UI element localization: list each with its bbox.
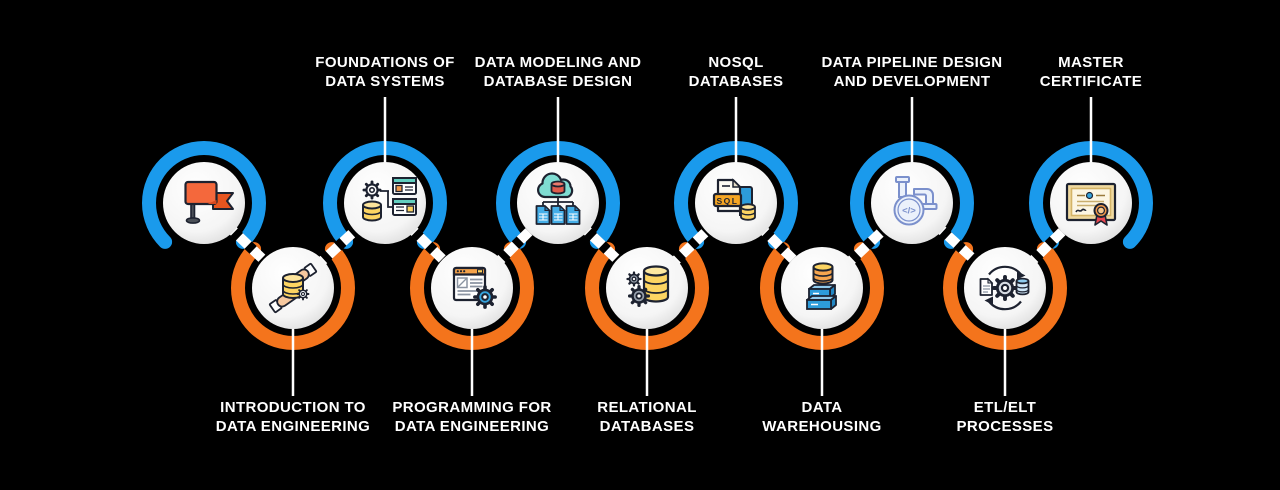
node-discs xyxy=(163,162,1132,329)
hands-database-icon xyxy=(268,262,318,314)
flag-icon xyxy=(184,180,234,224)
label-line-1: DATA MODELING AND xyxy=(474,54,642,71)
label-introduction-to-data-engineering: INTRODUCTION TO DATA ENGINEERING xyxy=(158,399,428,436)
label-line-1: PROGRAMMING FOR xyxy=(392,399,552,416)
label-line-2: DATA SYSTEMS xyxy=(325,72,445,90)
label-line-2: PROCESSES xyxy=(956,417,1054,435)
label-line-1: RELATIONAL xyxy=(597,399,697,416)
code-window-gear-icon xyxy=(452,266,497,309)
label-line-1: FOUNDATIONS OF xyxy=(315,54,455,71)
gear-servers-database-icon xyxy=(362,177,417,222)
label-foundations-of-data-systems: FOUNDATIONS OF DATA SYSTEMS xyxy=(250,54,520,91)
code-symbol-text: </> xyxy=(902,206,916,217)
sql-file-icon: SQL xyxy=(712,178,756,221)
certificate-icon xyxy=(1065,182,1117,226)
label-line-1: MASTER xyxy=(1058,54,1124,71)
label-line-2: DATA ENGINEERING xyxy=(394,417,550,435)
label-line-2: WAREHOUSING xyxy=(762,417,882,435)
label-data-pipeline-design-and-development: DATA PIPELINE DESIGN AND DEVELOPMENT xyxy=(777,54,1047,91)
database-crates-icon xyxy=(806,262,837,310)
label-etl-elt-processes: ETL/ELT PROCESSES xyxy=(870,399,1140,436)
label-line-1: DATA PIPELINE DESIGN xyxy=(821,54,1003,71)
label-nosql-databases: NOSQL DATABASES xyxy=(601,54,871,91)
label-line-1: INTRODUCTION TO xyxy=(220,399,366,416)
label-relational-databases: RELATIONAL DATABASES xyxy=(512,399,782,436)
label-programming-for-data-engineering: PROGRAMMING FOR DATA ENGINEERING xyxy=(337,399,607,436)
label-line-2: DATABASES xyxy=(688,72,784,90)
etl-cycle-icon xyxy=(979,265,1030,311)
cloud-database-tree-icon xyxy=(535,172,581,225)
label-master-certificate: MASTER CERTIFICATE xyxy=(956,54,1226,91)
sql-badge-text: SQL xyxy=(717,196,739,206)
label-line-1: ETL/ELT xyxy=(973,399,1037,416)
label-line-2: DATABASES xyxy=(599,417,695,435)
label-line-2: DATA ENGINEERING xyxy=(215,417,371,435)
pipeline-code-icon: </> xyxy=(893,176,938,226)
label-line-2: AND DEVELOPMENT xyxy=(833,72,991,90)
label-line-1: DATA xyxy=(801,399,843,416)
ring-top-1 xyxy=(142,141,266,249)
label-line-2: DATABASE DESIGN xyxy=(483,72,633,90)
label-line-2: CERTIFICATE xyxy=(1039,72,1143,90)
label-line-1: NOSQL xyxy=(708,54,764,71)
database-gears-icon xyxy=(626,265,670,308)
label-data-warehousing: DATA WAREHOUSING xyxy=(687,399,957,436)
label-data-modeling-and-database-design: DATA MODELING AND DATABASE DESIGN xyxy=(423,54,693,91)
